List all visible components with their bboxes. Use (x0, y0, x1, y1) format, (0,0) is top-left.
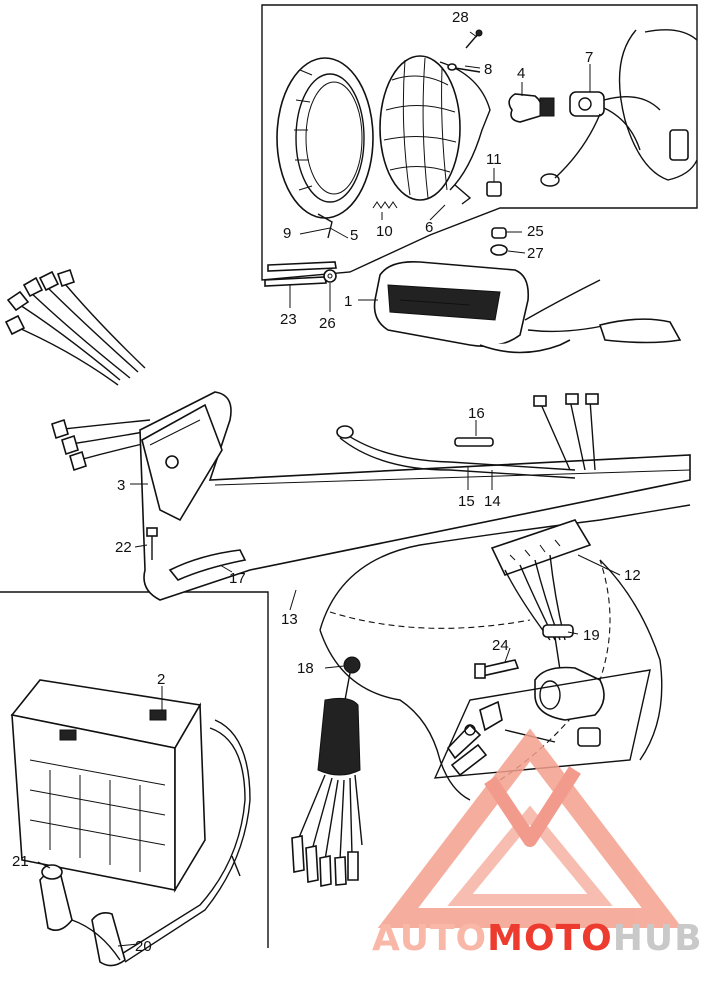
callout-7: 7 (585, 49, 593, 66)
nut-25-washer-27 (490, 227, 508, 256)
callout-2: 2 (157, 671, 165, 688)
callout-9: 9 (283, 225, 291, 242)
watermark-text-moto: MOTO (487, 918, 613, 959)
callout-6: 6 (425, 219, 433, 236)
callout-15: 15 (458, 493, 475, 510)
watermark-triangle-outer (377, 728, 683, 928)
callout-25: 25 (527, 223, 544, 240)
callout-1: 1 (344, 293, 352, 310)
connector-block (490, 519, 592, 576)
callout-17: 17 (229, 570, 246, 587)
washer-26 (323, 269, 337, 283)
callout-27: 27 (527, 245, 544, 262)
main-harness (291, 656, 363, 887)
svg-text:AUTOMOTOHUB: AUTOMOTOHUB (372, 918, 702, 959)
battery (10, 679, 206, 893)
callout-21: 21 (12, 853, 29, 870)
callout-16: 16 (468, 405, 485, 422)
spring-10 (372, 201, 398, 209)
ignition-switch (433, 666, 651, 779)
callout-12: 12 (624, 567, 641, 584)
battery-cables (39, 719, 251, 967)
speedometer-housing (373, 260, 682, 354)
watermark-triangle-inner (447, 805, 613, 906)
callout-13: 13 (281, 611, 298, 628)
screw-28 (465, 29, 483, 49)
cable-17 (168, 549, 247, 581)
headlight-bulb (508, 93, 555, 123)
ignition-wires (504, 554, 574, 671)
cables-upper (336, 393, 599, 479)
callout-11: 11 (486, 151, 502, 168)
leader-lines (37, 31, 621, 947)
callout-28: 28 (452, 9, 469, 26)
callout-18: 18 (297, 660, 314, 677)
handlebar-switch (141, 403, 223, 522)
battery-inset-frame (0, 591, 269, 948)
screw-8 (447, 63, 481, 73)
callout-19: 19 (583, 627, 600, 644)
callout-10: 10 (376, 223, 393, 240)
bolt-9-23 (264, 261, 337, 287)
watermark-logo (377, 728, 683, 928)
callout-8: 8 (484, 61, 492, 78)
nut-11 (486, 181, 502, 197)
headlight-lens (379, 55, 491, 205)
callout-24: 24 (492, 637, 509, 654)
bolt-24 (474, 659, 520, 679)
headlight-shell (618, 29, 698, 181)
callout-23: 23 (280, 311, 297, 328)
callout-14: 14 (484, 493, 501, 510)
callout-labels: 28 8 4 7 11 9 5 10 6 25 27 1 23 26 16 3 … (12, 9, 641, 955)
callout-20: 20 (135, 938, 152, 955)
headlight-rim (276, 57, 374, 239)
callout-26: 26 (319, 315, 336, 332)
callout-3: 3 (117, 477, 125, 494)
ignition-keys (446, 723, 488, 777)
bulb-socket (540, 91, 661, 187)
watermark-m-stroke (484, 766, 581, 847)
callout-22: 22 (115, 539, 132, 556)
bolt-22 (146, 527, 158, 560)
wire-harness-left (4, 268, 161, 472)
watermark-text: AUTOMOTOHUB (372, 918, 702, 959)
handlebar (139, 391, 691, 601)
callout-4: 4 (517, 65, 525, 82)
watermark-text-auto: AUTO (372, 918, 487, 959)
callout-5: 5 (350, 227, 358, 244)
watermark-text-hub: HUB (613, 918, 702, 959)
